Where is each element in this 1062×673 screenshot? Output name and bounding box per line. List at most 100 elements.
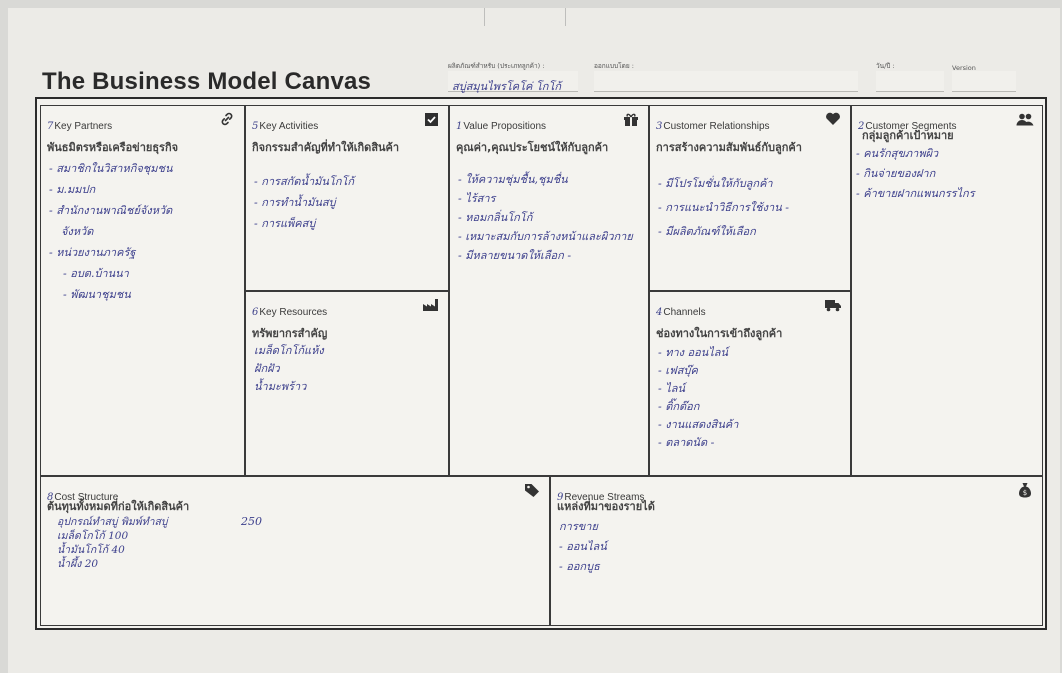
- key-resources-number: 6: [252, 307, 259, 318]
- truck-icon: [824, 297, 842, 313]
- list-item: - มีหลายขนาดให้เลือก -: [458, 249, 572, 262]
- key-activities-block: 5Key Activities กิจกรรมสำคัญที่ทำให้เกิด…: [245, 105, 449, 291]
- list-item: - คนรักสุขภาพผิว: [856, 147, 939, 160]
- list-item: - ตลาดนัด -: [658, 436, 715, 449]
- business-model-canvas: 7Key Partners พันธมิตรหรือเครือข่ายธุรกิ…: [35, 97, 1047, 630]
- list-item: - ออนไลน์: [559, 540, 607, 553]
- cost-total: 250: [241, 515, 262, 528]
- channels-title: Channels: [663, 307, 706, 318]
- designed-by-label: ออกแบบโดย :: [594, 62, 634, 70]
- list-item: - มีผลิตภัณฑ์ให้เลือก: [658, 225, 756, 238]
- page-title: The Business Model Canvas: [42, 68, 372, 95]
- list-item: - การทำน้ำมันสบู่: [254, 196, 336, 209]
- designed-for-field: [448, 71, 578, 92]
- cost-structure-notes: อุปกรณ์ทำสบู่ พิมพ์ทำสบู่ เมล็ดโกโก้ 100…: [57, 515, 168, 571]
- list-item: จังหวัด: [61, 225, 94, 238]
- list-item: น้ำมะพร้าว: [254, 380, 307, 393]
- list-item: - กินจ่ายของฝาก: [856, 167, 936, 180]
- channels-notes: - ทาง ออนไลน์ - เฟสบุ๊ค - ไลน์ - ติ๊กต๊อ…: [658, 344, 738, 452]
- designed-for-value: สบู่สมุนไพรโคโค่ โกโก้: [452, 80, 562, 93]
- version-field: [952, 71, 1016, 92]
- value-propositions-title: Value Propositions: [463, 121, 547, 132]
- customer-relationships-number: 3: [656, 121, 663, 132]
- list-item: - พัฒนาชุมชน: [63, 288, 131, 301]
- key-partners-thai: พันธมิตรหรือเครือข่ายธุรกิจ: [47, 141, 179, 154]
- customer-segments-block: 2Customer Segments กลุ่มลูกค้าเป้าหมาย -…: [851, 105, 1043, 476]
- list-item: - เฟสบุ๊ค: [658, 364, 698, 377]
- cost-structure-header: 8Cost Structure: [47, 485, 523, 504]
- cost-structure-number: 8: [47, 492, 54, 503]
- list-item: - สำนักงานพาณิชย์จังหวัด: [49, 204, 173, 217]
- customer-relationships-title: Customer Relationships: [663, 121, 770, 132]
- revenue-streams-block: 9Revenue Streams $ แหล่งที่มาของรายได้ ก…: [550, 476, 1043, 626]
- value-propositions-header: 1Value Propositions: [456, 114, 622, 133]
- list-item: การขาย: [559, 520, 598, 533]
- key-partners-block: 7Key Partners พันธมิตรหรือเครือข่ายธุรกิ…: [40, 105, 245, 476]
- list-item: - ทาง ออนไลน์: [658, 346, 729, 359]
- checkbox-icon: [422, 111, 440, 127]
- cost-structure-block: 8Cost Structure ต้นทุนทั้งหมดที่ก่อให้เก…: [40, 476, 550, 626]
- factory-icon: [422, 297, 440, 313]
- list-item: - เหมาะสมกับการล้างหน้าและผิวกาย: [458, 230, 633, 243]
- background-mark: [484, 8, 566, 26]
- customer-segments-header: 2Customer Segments: [858, 114, 1016, 133]
- list-item: ฝักฝัว: [254, 362, 280, 375]
- list-item: - การแนะนำวิธีการใช้งาน -: [658, 201, 789, 214]
- list-item: - หอมกลิ่นโกโก้: [458, 211, 533, 224]
- list-item: - ให้ความชุ่มชื้น,ชุมชื่น: [458, 173, 568, 186]
- list-item: - มีโปรโมชั่นให้กับลูกค้า: [658, 177, 773, 190]
- list-item: - อบต.บ้านนา: [63, 267, 129, 280]
- key-partners-notes: - สมาชิกในวิสาหกิจชุมชน - ม.มมปก - สำนัก…: [49, 158, 173, 305]
- key-activities-header: 5Key Activities: [252, 114, 422, 133]
- version-label: Version: [952, 64, 976, 72]
- customer-relationships-header: 3Customer Relationships: [656, 114, 824, 133]
- value-propositions-notes: - ให้ความชุ่มชื้น,ชุมชื่น - ไร้สาร - หอม…: [458, 170, 633, 265]
- gift-icon: [622, 111, 640, 127]
- list-item: - ติ๊กต๊อก: [658, 400, 700, 413]
- list-item: เมล็ดโกโก้ 100: [57, 530, 129, 542]
- customer-relationships-thai: การสร้างความสัมพันธ์กับลูกค้า: [656, 141, 802, 154]
- key-activities-thai: กิจกรรมสำคัญที่ทำให้เกิดสินค้า: [252, 141, 400, 154]
- customer-segments-title: Customer Segments: [865, 121, 957, 132]
- list-item: - การสกัดน้ำมันโกโก้: [254, 175, 355, 188]
- key-resources-title: Key Resources: [259, 307, 328, 318]
- channels-header: 4Channels: [656, 300, 824, 319]
- list-item: - ไร้สาร: [458, 192, 496, 205]
- customer-segments-number: 2: [858, 121, 865, 132]
- revenue-streams-thai: แหล่งที่มาของรายได้: [557, 500, 655, 513]
- key-activities-number: 5: [252, 121, 259, 132]
- list-item: - การแพ็คสบู่: [254, 217, 316, 230]
- date-label: วัน/ปี :: [876, 62, 895, 70]
- key-resources-block: 6Key Resources ทรัพยากรสำคัญ เมล็ดโกโก้แ…: [245, 291, 449, 476]
- list-item: - ไลน์: [658, 382, 686, 395]
- tag-icon: [523, 482, 541, 498]
- key-resources-header: 6Key Resources: [252, 300, 422, 319]
- value-propositions-block: 1Value Propositions คุณค่า,คุณประโยชน์ให…: [449, 105, 649, 476]
- designed-for-label: ผลิตภัณฑ์สำหรับ (ประเภทลูกค้า) :: [448, 62, 545, 70]
- channels-number: 4: [656, 307, 663, 318]
- list-item: เมล็ดโกโก้แห้ง: [254, 344, 324, 357]
- key-resources-notes: เมล็ดโกโก้แห้ง ฝักฝัว น้ำมะพร้าว: [254, 342, 324, 396]
- list-item: - หน่วยงานภาครัฐ: [49, 246, 136, 259]
- svg-text:$: $: [1023, 489, 1027, 497]
- key-partners-number: 7: [47, 121, 54, 132]
- customer-relationships-notes: - มีโปรโมชั่นให้กับลูกค้า - การแนะนำวิธี…: [658, 172, 789, 244]
- customer-relationships-block: 3Customer Relationships การสร้างความสัมพ…: [649, 105, 851, 291]
- list-item: น้ำผึ้ง 20: [57, 558, 99, 570]
- value-propositions-number: 1: [456, 121, 463, 132]
- heart-icon: [824, 111, 842, 127]
- users-icon: [1016, 111, 1034, 127]
- cost-structure-title: Cost Structure: [54, 492, 119, 503]
- channels-block: 4Channels ช่องทางในการเข้าถึงลูกค้า - ทา…: [649, 291, 851, 476]
- key-activities-notes: - การสกัดน้ำมันโกโก้ - การทำน้ำมันสบู่ -…: [254, 171, 354, 234]
- key-partners-title: Key Partners: [54, 121, 113, 132]
- value-propositions-thai: คุณค่า,คุณประโยชน์ให้กับลูกค้า: [456, 141, 609, 154]
- list-item: - ม.มมปก: [49, 183, 96, 196]
- link-icon: [218, 111, 236, 127]
- list-item: - ออกบูธ: [559, 560, 600, 573]
- revenue-streams-notes: การขาย - ออนไลน์ - ออกบูธ: [559, 517, 607, 577]
- list-item: - สมาชิกในวิสาหกิจชุมชน: [49, 162, 173, 175]
- list-item: อุปกรณ์ทำสบู่ พิมพ์ทำสบู่: [57, 516, 168, 528]
- revenue-streams-number: 9: [557, 492, 564, 503]
- list-item: - ค้าขายฝากแพนกรรไกร: [856, 187, 975, 200]
